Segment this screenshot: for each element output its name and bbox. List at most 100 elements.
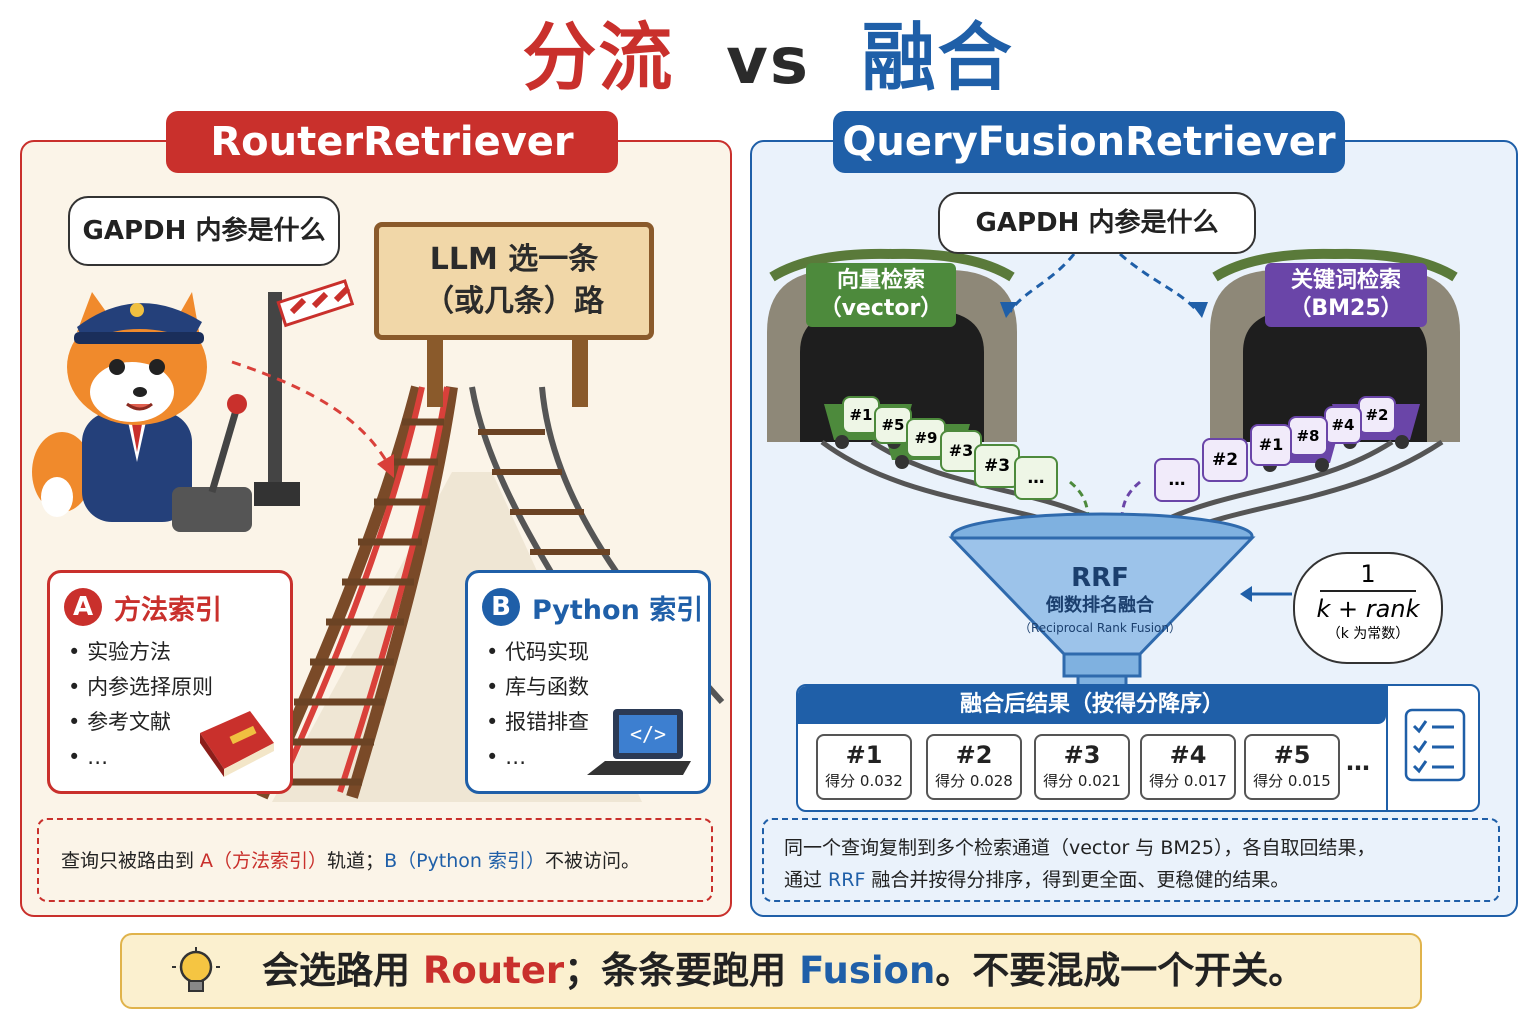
list-item: … bbox=[68, 740, 213, 775]
result-score: 得分 0.028 bbox=[935, 772, 1013, 790]
fusion-tab: QueryFusionRetriever bbox=[833, 111, 1345, 173]
note-text: 不被访问。 bbox=[545, 850, 641, 872]
method-index-card: A 方法索引 实验方法 内参选择原则 参考文献 … bbox=[47, 570, 293, 794]
rrf-english: （Reciprocal Rank Fusion） bbox=[1018, 621, 1182, 635]
bm25-label-line2: （BM25） bbox=[1289, 296, 1403, 321]
takeaway-part: 。不要混成一个开关。 bbox=[935, 949, 1306, 992]
python-index-card: B Python 索引 代码实现 库与函数 报错排查 … </> bbox=[465, 570, 711, 794]
note-text: 通过 bbox=[784, 869, 829, 891]
formula-numerator: 1 bbox=[1360, 560, 1376, 588]
result-rank: #2 bbox=[955, 741, 993, 769]
result-score: 得分 0.021 bbox=[1043, 772, 1121, 790]
to-bm25-arrow bbox=[1119, 252, 1200, 313]
badge-a: A bbox=[64, 588, 102, 626]
rrf-formula: 1 k + rank （k 为常数） bbox=[1293, 552, 1443, 664]
to-vector-arrow bbox=[1008, 253, 1076, 313]
result-score: 得分 0.032 bbox=[825, 772, 903, 790]
result-rank: #5 bbox=[1273, 741, 1311, 769]
takeaway-banner: 会选路用 Router；条条要跑用 Fusion。不要混成一个开关。 bbox=[120, 933, 1422, 1009]
checklist-icon bbox=[1404, 708, 1466, 782]
formula-denominator: k + rank bbox=[1316, 595, 1420, 623]
title-right: 融合 bbox=[861, 15, 1014, 101]
list-item: 实验方法 bbox=[68, 635, 213, 670]
fox-conductor-icon bbox=[32, 292, 252, 532]
vector-label-line2: （vector） bbox=[819, 296, 943, 321]
vector-label-line1: 向量检索 bbox=[836, 268, 925, 293]
formula-bar bbox=[1320, 590, 1416, 592]
rrf-title: RRF bbox=[1071, 563, 1129, 593]
doc-card: #2 bbox=[1358, 396, 1396, 434]
result-rank: #3 bbox=[1063, 741, 1101, 769]
list-item: 参考文献 bbox=[68, 705, 213, 740]
note-text: 轨道； bbox=[327, 850, 385, 872]
rrf-subtitle: 倒数排名融合 bbox=[1046, 595, 1154, 616]
results-more: … bbox=[1346, 748, 1370, 776]
laptop-code-icon: </> bbox=[587, 709, 691, 775]
fusion-note: 同一个查询复制到多个检索通道（vector 与 BM25），各自取回结果， 通过… bbox=[762, 818, 1500, 902]
title-vs: vs bbox=[726, 25, 810, 99]
takeaway-text: 会选路用 Router；条条要跑用 Fusion。不要混成一个开关。 bbox=[262, 935, 1412, 1007]
result-card-2: #2 得分 0.028 bbox=[926, 734, 1022, 800]
llm-sign: LLM 选一条 （或几条）路 bbox=[374, 222, 654, 340]
result-card-5: #5 得分 0.015 bbox=[1244, 734, 1340, 800]
fusion-note-line1: 同一个查询复制到多个检索通道（vector 与 BM25），各自取回结果， bbox=[784, 837, 1376, 859]
results-header: 融合后结果（按得分降序） bbox=[798, 686, 1386, 724]
main-title: 分流 vs 融合 bbox=[0, 8, 1536, 108]
title-left: 分流 bbox=[522, 15, 675, 101]
python-index-title: Python 索引 bbox=[532, 594, 704, 626]
list-item: 代码实现 bbox=[486, 635, 589, 670]
doc-card: #8 bbox=[1288, 416, 1328, 456]
takeaway-part: ；条条要跑用 bbox=[564, 949, 800, 992]
formula-note: （k 为常数） bbox=[1326, 626, 1410, 642]
list-item: … bbox=[486, 740, 589, 775]
result-card-3: #3 得分 0.021 bbox=[1034, 734, 1130, 800]
fusion-question-bubble: GAPDH 内参是什么 bbox=[938, 192, 1256, 254]
signal-icon bbox=[254, 279, 355, 506]
result-card-1: #1 得分 0.032 bbox=[816, 734, 912, 800]
note-highlight-rrf: RRF bbox=[828, 869, 866, 891]
book-icon bbox=[200, 711, 274, 777]
lightbulb-icon bbox=[172, 947, 220, 992]
result-card-4: #4 得分 0.017 bbox=[1140, 734, 1236, 800]
result-score: 得分 0.015 bbox=[1253, 772, 1331, 790]
doc-card: … bbox=[1154, 458, 1200, 502]
rrf-funnel-icon bbox=[948, 512, 1256, 692]
sign-line-1: LLM 选一条 bbox=[429, 242, 599, 277]
doc-card: #1 bbox=[842, 396, 880, 434]
doc-card: #5 bbox=[874, 406, 912, 444]
router-question-bubble: GAPDH 内参是什么 bbox=[68, 196, 340, 266]
router-note: 查询只被路由到 A（方法索引）轨道；B（Python 索引）不被访问。 bbox=[37, 818, 713, 902]
note-highlight-b: B（Python 索引） bbox=[384, 850, 545, 872]
result-rank: #1 bbox=[845, 741, 883, 769]
takeaway-part: 会选路用 bbox=[262, 949, 423, 992]
svg-text:</>: </> bbox=[630, 722, 666, 746]
method-index-title: 方法索引 bbox=[114, 594, 222, 626]
doc-card: … bbox=[1014, 456, 1058, 500]
result-score: 得分 0.017 bbox=[1149, 772, 1227, 790]
doc-card: #1 bbox=[1250, 424, 1292, 466]
note-text: 融合并按得分排序，得到更全面、更稳健的结果。 bbox=[865, 869, 1290, 891]
note-highlight-a: A（方法索引） bbox=[200, 850, 328, 872]
list-item: 库与函数 bbox=[486, 670, 589, 705]
doc-card: #3 bbox=[974, 444, 1020, 488]
takeaway-fusion: Fusion bbox=[799, 949, 936, 992]
fusion-note-line2: 通过 RRF 融合并按得分排序，得到更全面、更稳健的结果。 bbox=[784, 864, 1375, 896]
doc-card: #2 bbox=[1202, 438, 1248, 482]
note-text: 查询只被路由到 bbox=[61, 850, 201, 872]
bm25-label-line1: 关键词检索 bbox=[1290, 268, 1401, 293]
list-item: 报错排查 bbox=[486, 705, 589, 740]
doc-card: #4 bbox=[1324, 406, 1362, 444]
router-tab: RouterRetriever bbox=[166, 111, 618, 173]
results-board: 融合后结果（按得分降序） #1 得分 0.032 #2 得分 0.028 #3 … bbox=[796, 684, 1480, 812]
sign-line-2: （或几条）路 bbox=[424, 284, 604, 319]
funnel-text: RRF 倒数排名融合 （Reciprocal Rank Fusion） bbox=[1010, 562, 1190, 638]
result-rank: #4 bbox=[1169, 741, 1207, 769]
badge-b: B bbox=[482, 588, 520, 626]
method-index-list: 实验方法 内参选择原则 参考文献 … bbox=[68, 635, 213, 775]
list-item: 内参选择原则 bbox=[68, 670, 213, 705]
bm25-label: 关键词检索 （BM25） bbox=[1265, 263, 1427, 327]
vector-label: 向量检索 （vector） bbox=[806, 263, 956, 327]
python-index-list: 代码实现 库与函数 报错排查 … bbox=[486, 635, 589, 775]
takeaway-router: Router bbox=[422, 949, 565, 992]
route-arrow bbox=[231, 360, 389, 463]
